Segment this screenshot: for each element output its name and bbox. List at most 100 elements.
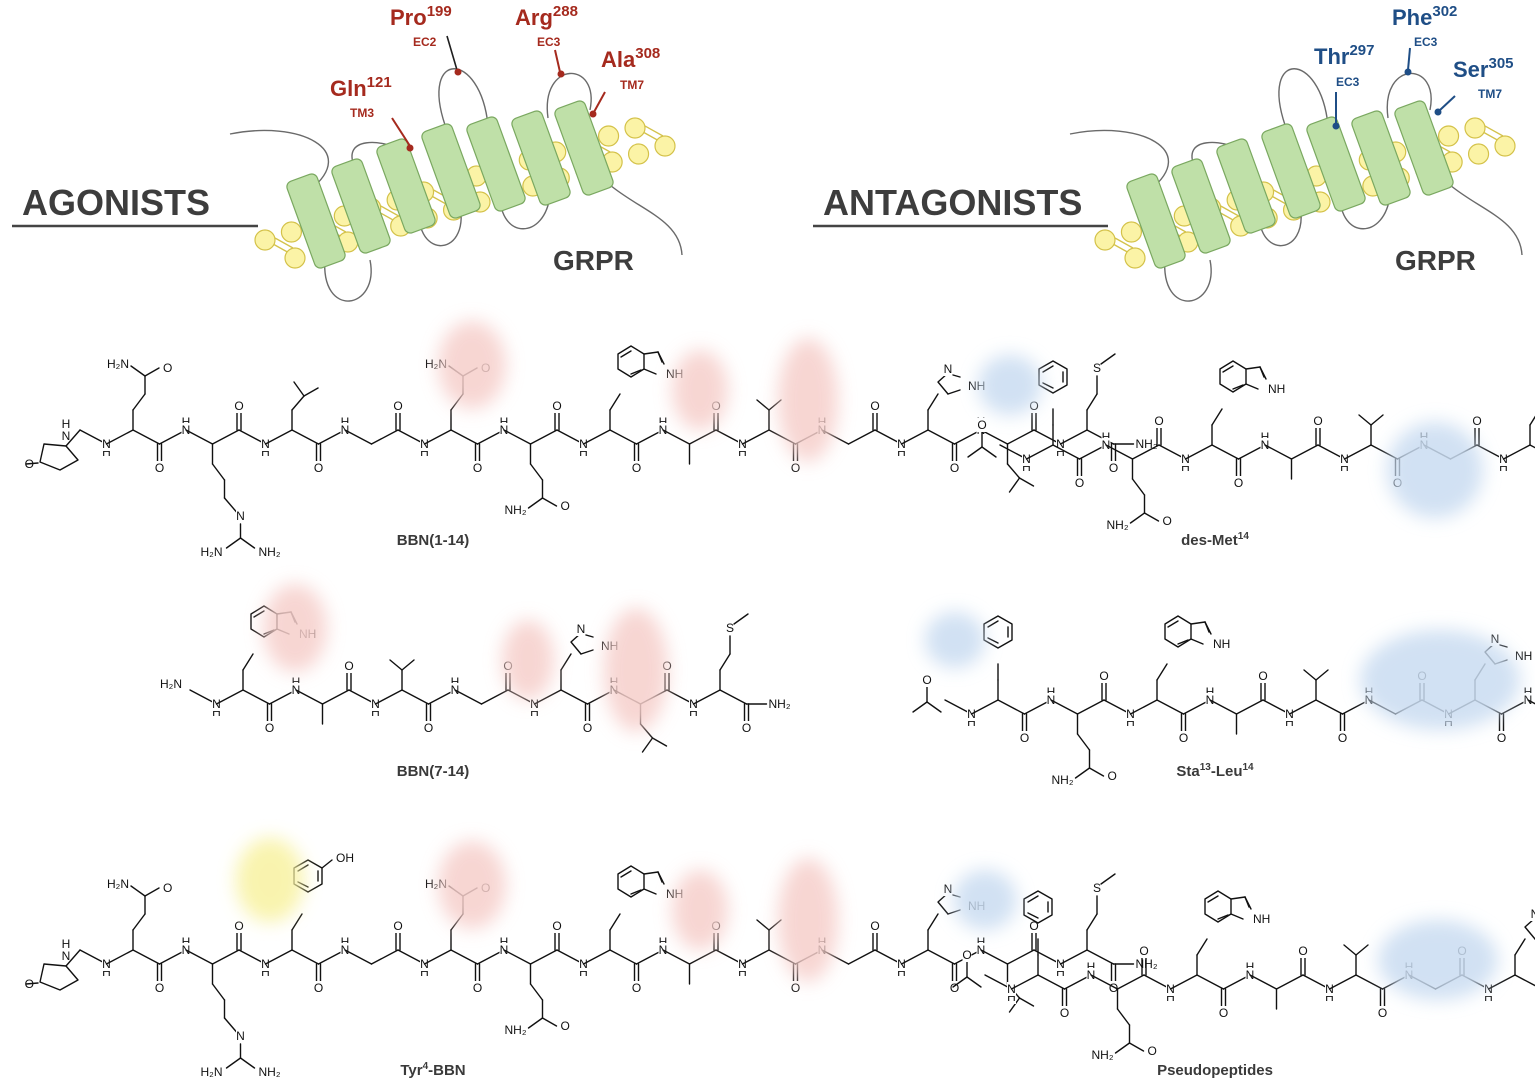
caption-tyr4-bbn: Tyr4-BBN xyxy=(400,1061,465,1079)
bond xyxy=(1100,873,1116,885)
bond xyxy=(105,949,134,965)
bond xyxy=(1358,414,1372,426)
atom-label-bg xyxy=(1490,632,1500,646)
atom-label-bg xyxy=(559,499,569,513)
agonist-tm-helices xyxy=(286,100,614,269)
atom-label-bg xyxy=(1234,476,1243,490)
atom-label-bg xyxy=(1154,414,1164,428)
atom-label-bg xyxy=(107,877,130,891)
bond xyxy=(132,949,161,965)
atom-label: NH xyxy=(1515,649,1532,663)
bond xyxy=(630,889,642,895)
bond xyxy=(1230,896,1246,900)
bond xyxy=(1343,444,1372,460)
atom-label: H xyxy=(62,937,71,951)
binding-highlight xyxy=(925,612,985,668)
bond xyxy=(1050,699,1079,715)
atom-label: O xyxy=(1109,461,1118,475)
bond xyxy=(239,537,256,549)
atom-label: O xyxy=(314,981,323,995)
atom-label-bg xyxy=(265,721,274,735)
atom-label-bg xyxy=(424,721,433,735)
atom-label: H xyxy=(62,417,71,431)
atom-label-bg xyxy=(738,965,747,979)
atom-label: H xyxy=(500,935,509,949)
atom-label: H xyxy=(1126,715,1135,729)
bond xyxy=(264,429,293,445)
residue-number: 199 xyxy=(427,3,452,20)
atom-label: S xyxy=(726,621,734,635)
atom-label-bg xyxy=(870,919,880,933)
bond xyxy=(185,429,214,445)
atom-label: N xyxy=(944,362,953,376)
ec-loop-3 xyxy=(546,72,592,119)
ic-loop-1 xyxy=(324,257,372,302)
atom-label: O xyxy=(265,721,274,735)
residue-marker xyxy=(557,70,565,78)
residue-name: Arg xyxy=(515,5,553,30)
residue-name: Ala xyxy=(601,47,636,72)
atom-label: O xyxy=(1258,669,1267,683)
residue-number: 121 xyxy=(367,74,392,91)
antagonist-captions: des-Met14 Sta13-Leu14 Pseudopeptides xyxy=(1157,531,1273,1079)
atom-label-bg xyxy=(234,919,244,933)
bond xyxy=(211,949,240,965)
atom-label-bg xyxy=(1166,990,1175,1004)
atom-label: O xyxy=(561,499,570,513)
bond xyxy=(242,689,271,705)
bond xyxy=(1303,669,1317,681)
bond xyxy=(1076,699,1105,715)
bond xyxy=(1027,912,1039,919)
bond xyxy=(291,429,320,445)
bond xyxy=(1502,444,1531,460)
agonist-receptor-diagram: GRPR Gln121 TM3 Pro199 EC2 Arg288 EC3 Al… xyxy=(229,3,683,302)
atom-label-bg xyxy=(1075,476,1084,490)
atom-label-bg xyxy=(340,415,350,429)
bond xyxy=(1023,890,1053,924)
bond xyxy=(1315,669,1329,681)
atom-label: H xyxy=(897,445,906,459)
atom-label-bg xyxy=(107,357,130,371)
residue-region: TM3 xyxy=(350,106,374,120)
atom-label-bg xyxy=(559,1019,569,1033)
bond xyxy=(39,963,79,991)
bond xyxy=(454,689,483,705)
atom-label: NH₂ xyxy=(505,503,527,517)
atom-label: H₂N xyxy=(160,677,182,691)
atom-label-bg xyxy=(767,697,791,711)
bond xyxy=(1244,896,1250,908)
tm-helix xyxy=(1351,110,1411,206)
bond xyxy=(1207,895,1219,903)
atom-label: O xyxy=(1148,1044,1157,1058)
bond xyxy=(1008,477,1021,493)
binding-highlight xyxy=(953,870,1017,930)
bond xyxy=(225,537,242,549)
bond xyxy=(303,387,319,397)
bond xyxy=(644,125,664,137)
atom-label-bg xyxy=(1007,990,1016,1004)
atom-label-bg xyxy=(257,1065,281,1079)
atom-label: H xyxy=(1499,460,1508,474)
atom-label: H xyxy=(341,415,350,429)
atom-label: H xyxy=(261,445,270,459)
residue-name: Ser xyxy=(1453,57,1489,82)
atom-label-bg xyxy=(658,415,668,429)
bond xyxy=(1059,429,1088,445)
atom-label-bg xyxy=(1092,361,1102,375)
atom-label: O xyxy=(977,418,986,432)
atom-label: O xyxy=(1154,414,1163,428)
bond xyxy=(144,367,160,377)
atom-label-bg xyxy=(340,935,350,949)
bond xyxy=(225,1057,242,1069)
bond xyxy=(609,393,621,411)
atom-label-bg xyxy=(1139,944,1149,958)
atom-label-bg xyxy=(155,981,164,995)
bond xyxy=(927,913,939,931)
bond xyxy=(529,429,558,445)
lipid-head xyxy=(254,229,276,251)
atom-label: O xyxy=(163,361,172,375)
tm-helix xyxy=(554,100,614,196)
bond xyxy=(643,888,657,895)
atom-label: H xyxy=(530,705,539,719)
bond xyxy=(970,699,999,715)
